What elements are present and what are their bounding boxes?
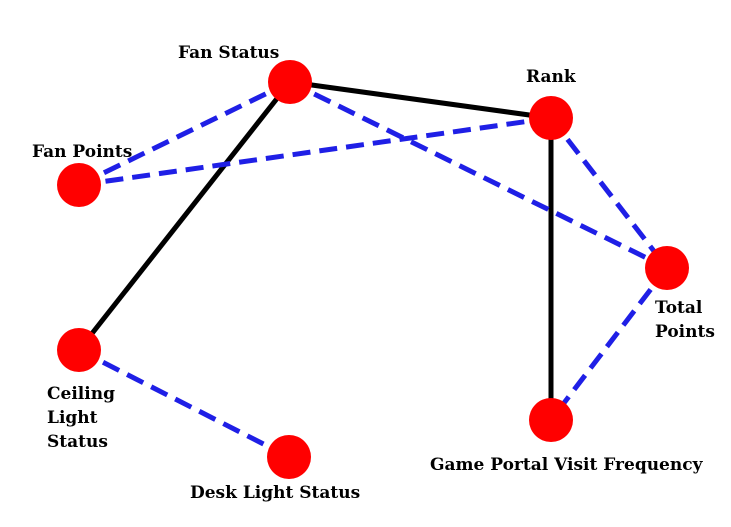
edge-fan-status-to-fan-points	[77, 79, 292, 188]
fan-points-label: Fan Points	[32, 142, 133, 162]
edge-rank-to-total-points	[549, 116, 669, 270]
nodes-layer	[57, 60, 689, 479]
node-rank	[529, 96, 573, 140]
fan-status-label: Fan Status	[178, 43, 280, 63]
node-ceiling-light-status	[57, 328, 101, 372]
ceiling-light-status-label: Ceiling Light Status	[47, 384, 115, 452]
node-fan-points	[57, 163, 101, 207]
node-fan-status	[268, 60, 312, 104]
edge-ceiling-light-status-to-desk-light-status	[77, 347, 291, 460]
game-portal-visit-frequency-label: Game Portal Visit Frequency	[430, 455, 703, 475]
edge-rank-to-fan-points	[78, 115, 552, 188]
edge-fan-status-to-total-points	[288, 79, 669, 271]
total-points-label: Total Points	[655, 298, 715, 342]
node-total-points	[645, 246, 689, 290]
rank-label: Rank	[526, 67, 576, 87]
edge-total-points-to-game-portal-visit-frequency	[549, 266, 669, 422]
desk-light-status-label: Desk Light Status	[190, 483, 361, 503]
node-game-portal-visit-frequency	[529, 398, 573, 442]
edge-fan-status-to-ceiling-light-status	[77, 80, 292, 352]
edge-fan-status-to-rank	[289, 79, 552, 121]
node-desk-light-status	[267, 435, 311, 479]
edges-layer	[77, 79, 669, 460]
